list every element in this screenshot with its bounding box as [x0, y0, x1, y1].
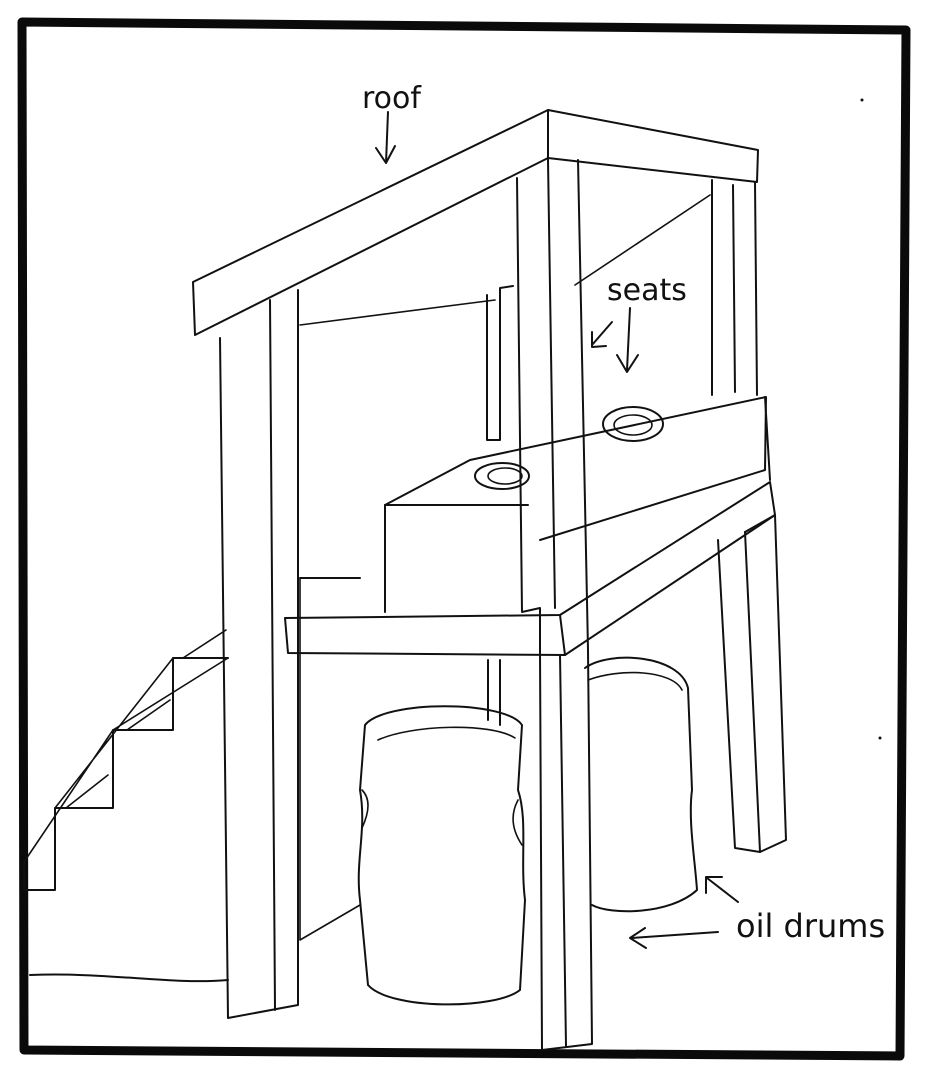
post-front-center	[517, 160, 592, 1050]
roof-arrow-icon	[376, 112, 395, 163]
seats-arrow-icon	[617, 308, 638, 372]
platform	[285, 482, 775, 655]
oil-drum-back	[585, 658, 697, 912]
seats-label-group: seats	[592, 273, 687, 372]
oil-drums-arrow-upper-icon	[706, 877, 738, 902]
seats-label: seats	[607, 273, 687, 308]
sketch-border	[22, 22, 906, 1056]
seats-arrow-left-icon	[592, 322, 612, 347]
oil-drums-label: oil drums	[736, 907, 885, 945]
post-front-left	[220, 290, 298, 1018]
roof-label-group: roof	[362, 81, 422, 163]
staircase	[24, 578, 360, 981]
post-back-right	[712, 180, 786, 852]
oil-drum-front	[359, 706, 525, 1004]
oil-drums-arrow-lower-icon	[630, 928, 718, 948]
oil-drums-label-group: oil drums	[630, 877, 885, 948]
seat-box	[385, 397, 770, 612]
seat-hole-right	[603, 407, 663, 441]
roof-label: roof	[362, 81, 422, 116]
